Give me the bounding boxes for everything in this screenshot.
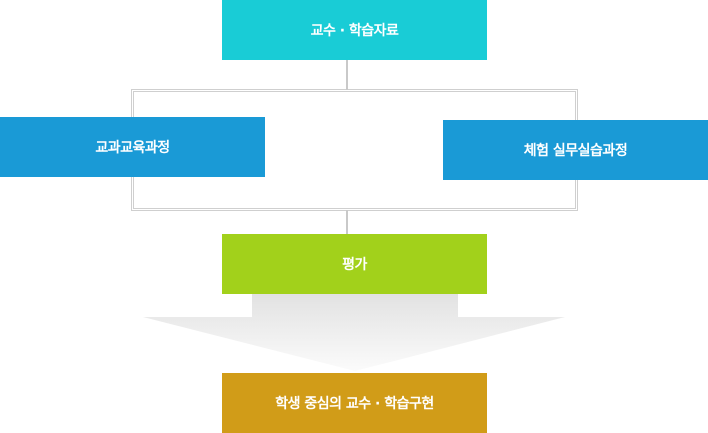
node-curriculum: 교과교육과정: [0, 117, 265, 177]
node-practical-training: 체험 실무실습과정: [443, 120, 708, 180]
node-implementation: 학생 중심의 교수 · 학습구현: [222, 373, 487, 433]
node-evaluation: 평가: [222, 234, 487, 294]
connector-top-line: [346, 60, 348, 90]
connector-bottom-line: [346, 210, 348, 234]
node-materials: 교수 · 학습자료: [222, 0, 487, 60]
